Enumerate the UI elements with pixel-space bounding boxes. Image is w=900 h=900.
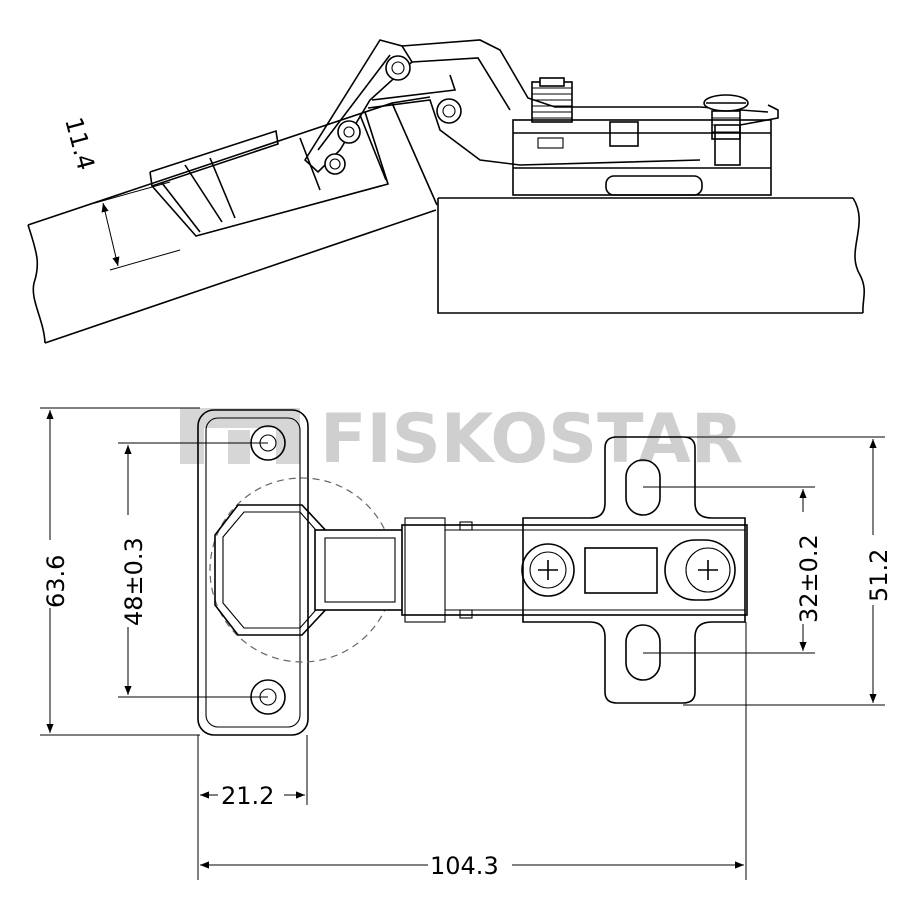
dim-hole-spacing-label: 48±0.3 (120, 537, 148, 626)
watermark: FISKOSTAR (180, 400, 743, 479)
adjustment-screw-right (703, 94, 749, 140)
dimension-plate-height: 51.2 (683, 436, 893, 706)
dimension-overlay: 11.4 (59, 114, 181, 271)
dimension-height-total: 63.6 (38, 407, 200, 736)
mounting-base (512, 104, 779, 196)
watermark-logo-icon (180, 408, 300, 464)
top-view: 63.6 48±0.3 21.2 104.3 32±0. (38, 407, 893, 880)
dimension-hole-spacing: 48±0.3 (115, 442, 268, 698)
dim-cup-offset-label: 21.2 (221, 782, 274, 810)
cabinet-panel (437, 197, 866, 314)
side-view: 11.4 (27, 39, 866, 344)
dimension-total-length: 104.3 (197, 622, 747, 880)
hinge-arm (303, 39, 769, 175)
dim-height-total-label: 63.6 (42, 555, 70, 608)
dim-slot-spacing-label: 32±0.2 (795, 534, 823, 623)
adjustment-screw-left (531, 77, 573, 123)
dim-overlay-label: 11.4 (59, 114, 100, 173)
hinge-cup-housing (149, 111, 390, 237)
hinge-arm-top (314, 517, 748, 623)
watermark-text: FISKOSTAR (320, 400, 743, 479)
dimension-slot-spacing: 32±0.2 (643, 486, 823, 654)
dim-plate-height-label: 51.2 (865, 549, 893, 602)
dim-total-length-label: 104.3 (430, 852, 499, 880)
dimension-cup-offset: 21.2 (197, 735, 308, 810)
door-panel (27, 96, 438, 344)
